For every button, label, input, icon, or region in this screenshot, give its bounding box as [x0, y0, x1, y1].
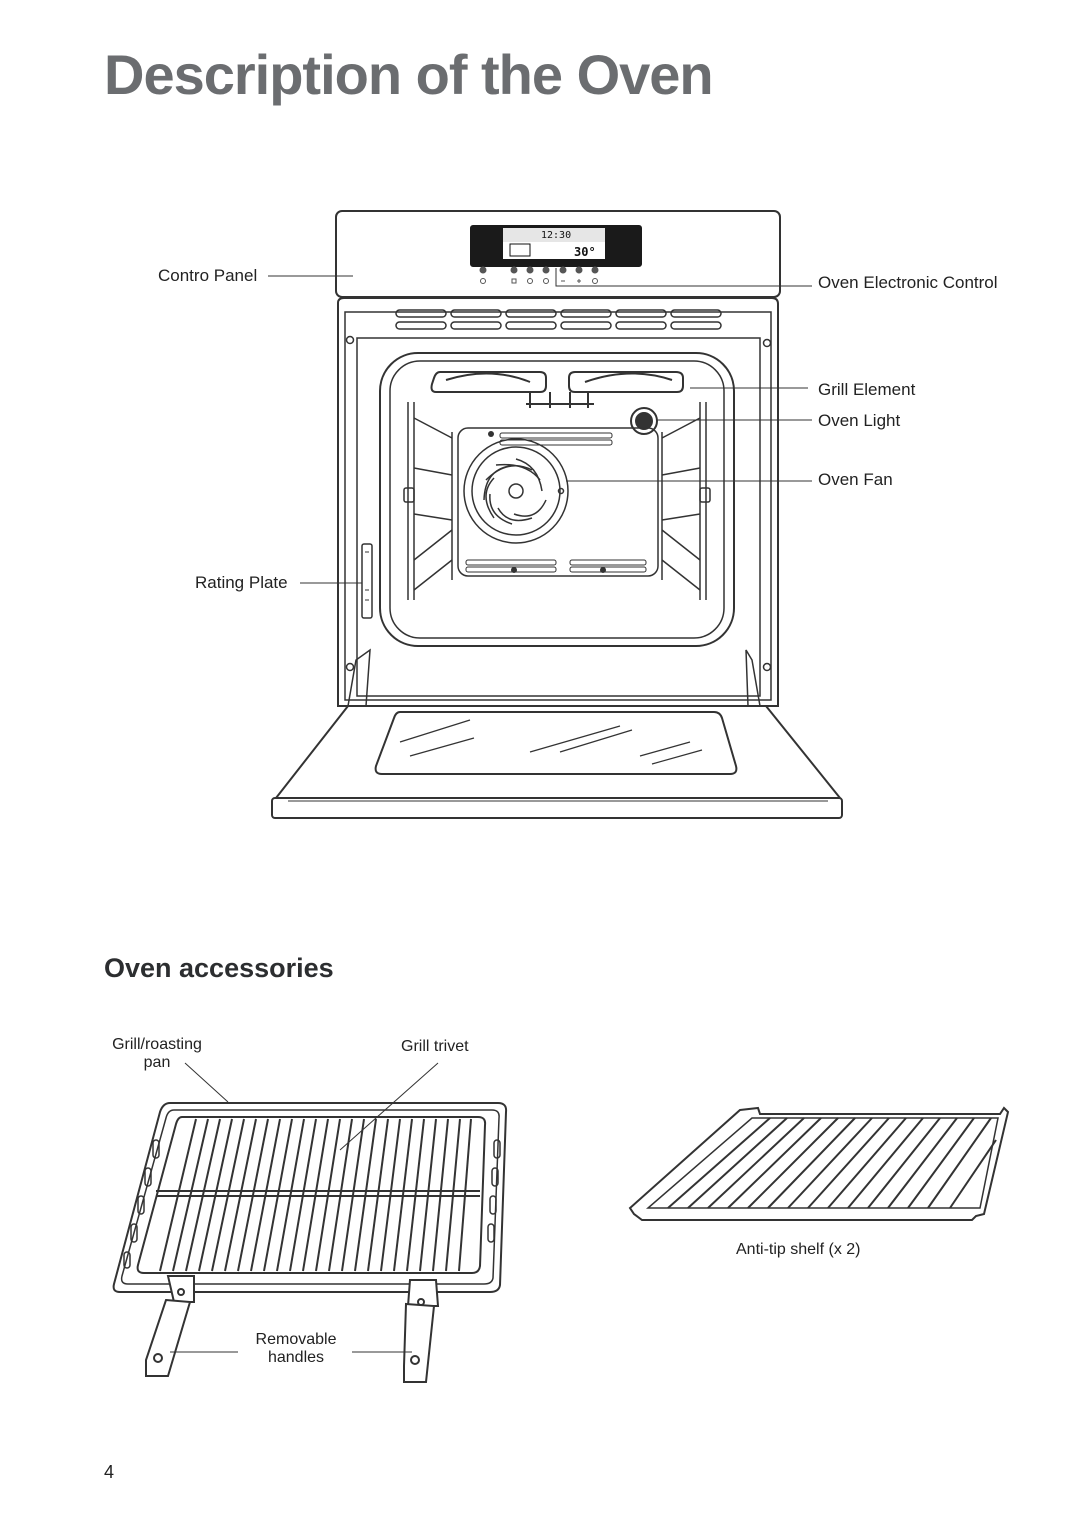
oven-light [630, 407, 658, 435]
label-removable-handles: Removable handles [246, 1331, 346, 1367]
label-grill-pan: Grill/roasting pan [104, 1036, 210, 1072]
back-panel [457, 427, 659, 577]
control-buttons [479, 266, 599, 274]
label-handles-line2: handles [267, 1349, 325, 1366]
oven-body [337, 297, 779, 707]
grill-pan [112, 1102, 508, 1293]
handle-left [145, 1275, 195, 1377]
oven-fan [463, 438, 569, 544]
label-control-panel: Contro Panel [158, 266, 258, 285]
grill-element [430, 371, 684, 408]
display-time: 12:30 [541, 230, 571, 241]
shelf-support-right [661, 402, 711, 600]
page-number: 4 [104, 1462, 115, 1482]
rating-plate [361, 543, 373, 619]
leader-grill-trivet [339, 1062, 439, 1151]
label-grill-trivet: Grill trivet [401, 1038, 469, 1055]
label-grill-pan-line1: Grill/roasting [112, 1036, 202, 1053]
label-anti-tip-shelf: Anti-tip shelf (x 2) [736, 1241, 861, 1258]
label-grill-pan-line2: pan [143, 1054, 171, 1071]
display-temperature: 30° [574, 245, 596, 259]
label-oven-fan: Oven Fan [818, 470, 893, 489]
label-oven-light: Oven Light [818, 411, 901, 430]
oven-door [273, 705, 843, 799]
grill-trivet [136, 1116, 487, 1274]
shelf-support-left [403, 402, 453, 600]
accessories-title: Oven accessories [104, 953, 334, 983]
handle-right [403, 1279, 440, 1383]
label-electronic-control: Oven Electronic Control [818, 273, 998, 292]
label-grill-element: Grill Element [818, 380, 916, 399]
leader-electronic-control [555, 268, 812, 287]
page-title: Description of the Oven [104, 43, 714, 106]
door-window [374, 711, 738, 775]
label-handles-line1: Removable [255, 1331, 337, 1348]
oven-cavity [356, 337, 761, 697]
anti-tip-shelf [628, 1106, 1010, 1221]
label-rating-plate: Rating Plate [195, 573, 288, 592]
leader-grill-pan [184, 1062, 229, 1103]
